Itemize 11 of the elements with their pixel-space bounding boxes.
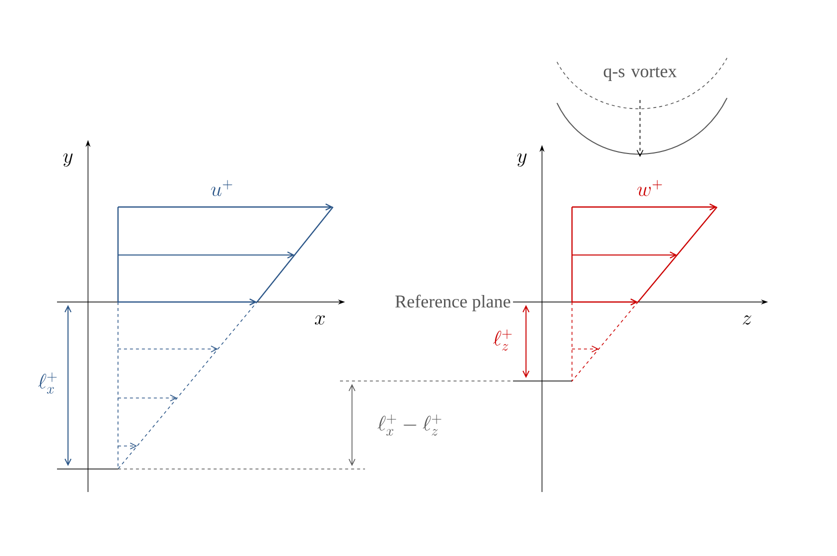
dimension-label: $\ell_{z}^{+}$ (493, 330, 512, 351)
dimension-label: $\ell_{x}^{+}-\ell_{z}^{+}$ (378, 414, 442, 436)
vortex-label: q-s vortex (604, 67, 677, 81)
axis-label: $y$ (63, 153, 73, 167)
axis-label: $y$ (517, 153, 527, 167)
velocity-label: $w^{+}$ (637, 180, 662, 196)
velocity-label: $u^{+}$ (211, 180, 232, 196)
plane-label: Reference plane (395, 294, 510, 312)
axis-label: $z$ (742, 315, 752, 325)
axis-label: $x$ (314, 315, 325, 325)
dimension-label: $\ell_{x}^{+}$ (38, 372, 57, 394)
